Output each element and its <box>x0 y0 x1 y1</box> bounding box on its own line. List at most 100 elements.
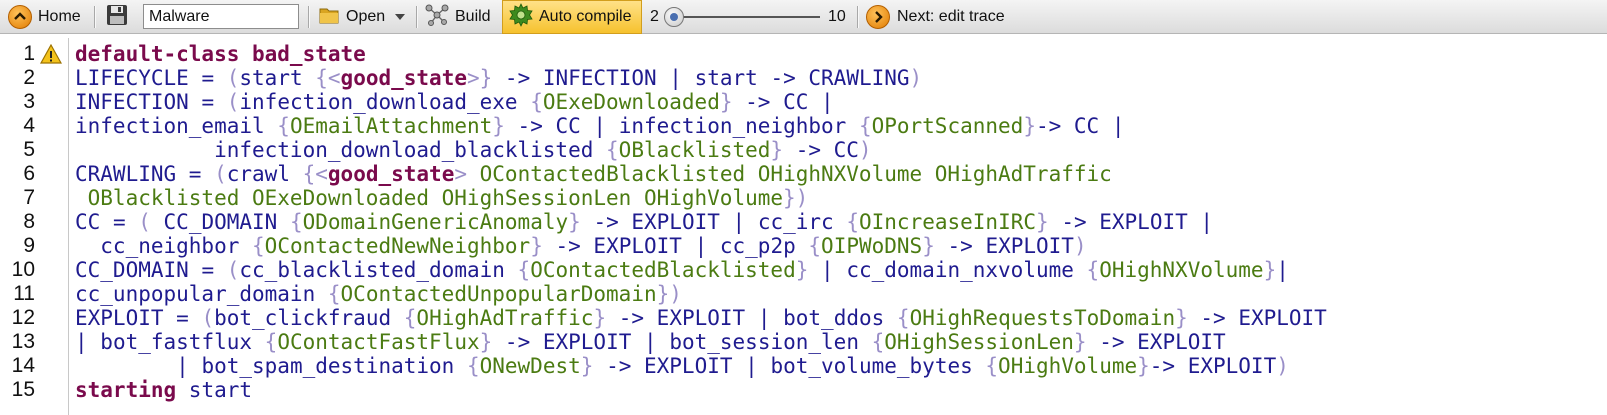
code-token: -> <box>593 210 632 234</box>
warning-icon[interactable] <box>39 43 63 69</box>
build-button[interactable]: Build <box>425 0 491 34</box>
code-token: ( <box>226 258 240 282</box>
code-line[interactable]: 7 OBlacklisted OExeDownloaded OHighSessi… <box>0 186 1607 210</box>
code-token: } <box>530 234 556 258</box>
code-token: > <box>454 162 480 186</box>
code-token: INFECTION <box>542 66 670 90</box>
code-text: EXPLOIT = (bot_clickfraud {OHighAdTraffi… <box>75 306 1327 330</box>
depth-slider-handle[interactable] <box>664 7 684 27</box>
code-token: ) <box>1073 234 1087 258</box>
code-token: EXPLOIT <box>1137 330 1226 354</box>
code-text: infection_download_blacklisted {OBlackli… <box>75 138 872 162</box>
code-text: infection_email {OEmailAttachment} -> CC… <box>75 114 1125 138</box>
code-token: start <box>239 66 316 90</box>
code-text: default-class bad_state <box>75 42 366 66</box>
code-token: } <box>770 138 796 162</box>
line-number: 6 <box>23 162 35 185</box>
arrow-right-icon <box>866 5 890 29</box>
code-token: { <box>530 90 543 114</box>
code-token: bot_volume_bytes <box>770 354 986 378</box>
code-token: = <box>201 90 227 114</box>
next-label: Next: edit trace <box>897 8 1005 25</box>
code-token: }) <box>656 282 682 306</box>
code-token: ) <box>858 138 872 162</box>
auto-compile-toggle[interactable]: Auto compile <box>502 0 642 34</box>
code-line[interactable]: 14 | bot_spam_destination {ONewDest} -> … <box>0 354 1607 378</box>
code-text: INFECTION = (infection_download_exe {OEx… <box>75 90 834 114</box>
code-token: } <box>1073 330 1100 354</box>
code-token: OExeDownloaded <box>542 90 720 114</box>
home-button[interactable]: Home <box>8 0 81 34</box>
open-label: Open <box>346 8 386 25</box>
code-token: bot_spam_destination <box>201 354 467 378</box>
code-token: OHighVolume <box>998 354 1138 378</box>
code-token: { <box>252 234 265 258</box>
code-token: | <box>75 354 202 378</box>
code-token: ( <box>226 90 240 114</box>
toolbar: Home Open <box>0 0 1607 34</box>
code-token: OHighAdTraffic <box>416 306 594 330</box>
code-token: cc_domain_nxvolume <box>846 258 1087 282</box>
code-token: { <box>858 114 872 138</box>
code-line[interactable]: 5 infection_download_blacklisted {OBlack… <box>0 138 1607 162</box>
code-line[interactable]: 13| bot_fastflux {OContactFastFlux} -> E… <box>0 330 1607 354</box>
open-dropdown-button[interactable]: Open <box>318 0 406 34</box>
code-token: } <box>492 114 518 138</box>
code-token: OBlacklisted OExeDownloaded OHighSession… <box>75 186 784 210</box>
line-number: 11 <box>13 282 35 305</box>
code-token: { <box>1086 258 1100 282</box>
depth-slider-track[interactable] <box>678 16 820 18</box>
code-token: -> <box>504 330 543 354</box>
code-token: CC <box>1073 114 1112 138</box>
code-token: | <box>1111 114 1125 138</box>
code-token: { <box>808 234 822 258</box>
line-number-gutter <box>0 38 69 415</box>
code-token: CRAWLING <box>75 162 189 186</box>
code-text: CC_DOMAIN = (cc_blacklisted_domain {OCon… <box>75 258 1289 282</box>
next-edit-trace-button[interactable]: Next: edit trace <box>866 0 1005 34</box>
code-token: EXPLOIT <box>631 210 733 234</box>
code-token: infection_download_exe <box>239 90 531 114</box>
code-token: INFECTION <box>75 90 202 114</box>
code-token: { <box>264 330 278 354</box>
code-token: = <box>112 210 139 234</box>
line-number: 2 <box>23 66 35 89</box>
filename-input[interactable] <box>143 4 299 29</box>
code-token: } <box>580 354 607 378</box>
auto-compile-label: Auto compile <box>539 8 632 25</box>
code-line[interactable]: 9 cc_neighbor {OContactedNewNeighbor} ->… <box>0 234 1607 258</box>
code-token: CC <box>833 138 859 162</box>
code-token: OIPWoDNS <box>821 234 923 258</box>
code-token: infection_email <box>75 114 278 138</box>
code-token: OContactedNewNeighbor <box>264 234 531 258</box>
code-token: OContactedUnpopularDomain <box>340 282 657 306</box>
code-token: CC <box>783 90 822 114</box>
code-token: EXPLOIT <box>593 234 695 258</box>
code-token: } <box>795 258 822 282</box>
code-token: ) <box>909 66 923 90</box>
code-token: CC_DOMAIN <box>75 258 202 282</box>
save-button[interactable] <box>106 0 128 34</box>
code-token: bot_fastflux <box>100 330 265 354</box>
code-token: ( <box>226 66 240 90</box>
code-token: CC <box>555 114 594 138</box>
code-text: | bot_spam_destination {ONewDest} -> EXP… <box>75 354 1289 378</box>
code-text: CC = ( CC_DOMAIN {ODomainGenericAnomaly}… <box>75 210 1213 234</box>
code-token: -> <box>517 114 556 138</box>
code-token: CC <box>75 210 113 234</box>
line-number: 14 <box>11 354 35 377</box>
toolbar-divider <box>857 6 859 28</box>
code-token: } <box>593 306 619 330</box>
code-token: OPortScanned <box>871 114 1024 138</box>
